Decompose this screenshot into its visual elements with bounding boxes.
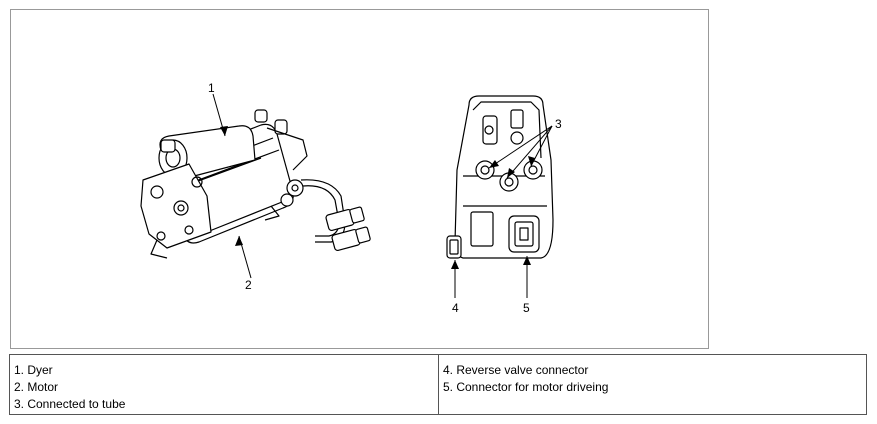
- callout-3: 3: [555, 117, 562, 131]
- legend-item: 1. Dyer: [14, 363, 53, 377]
- legend-column-right: 4. Reverse valve connector 5. Connector …: [439, 355, 866, 414]
- valve-block-end-view: [446, 95, 554, 259]
- callout-5: 5: [523, 301, 530, 315]
- legend-item: 5. Connector for motor driveing: [443, 380, 609, 394]
- figure-frame: 1 2 3 4 5: [10, 9, 709, 349]
- legend-item: 2. Motor: [14, 380, 59, 394]
- callout-4: 4: [452, 301, 459, 315]
- callout-2: 2: [245, 278, 252, 292]
- compressor-illustration: 1 2 3 4 5: [140, 81, 562, 315]
- callout-1: 1: [208, 81, 215, 95]
- legend-item: 4. Reverse valve connector: [443, 363, 589, 377]
- legend-item: 3. Connected to tube: [14, 397, 126, 411]
- legend-table: 1. Dyer 2. Motor 3. Connected to tube 4.…: [9, 354, 867, 415]
- leader-arrowheads: [220, 126, 535, 269]
- legend-column-left: 1. Dyer 2. Motor 3. Connected to tube: [10, 355, 439, 414]
- compressor-side-view: [140, 109, 371, 259]
